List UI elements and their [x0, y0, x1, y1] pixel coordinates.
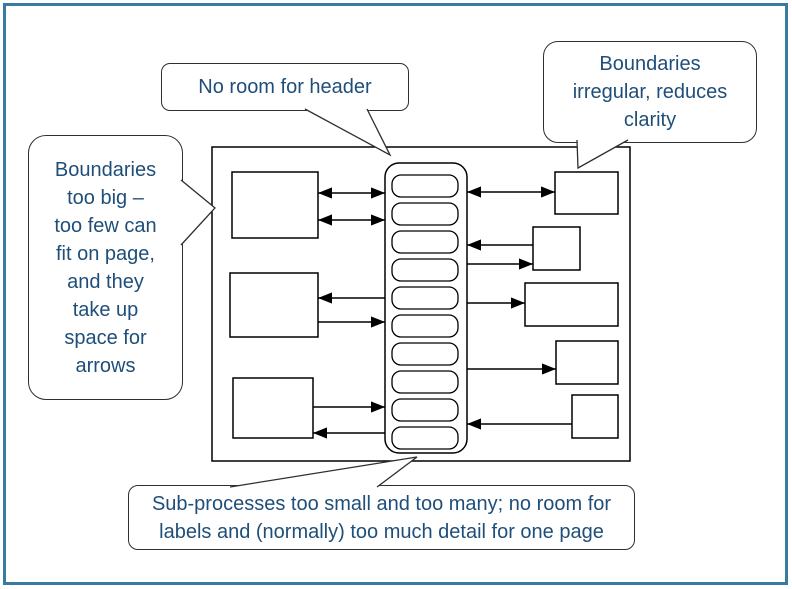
callout-boundaries-irregular-text: Boundaries irregular, reduces clarity [572, 53, 728, 131]
subprocess-item-5 [391, 286, 459, 310]
subprocess-item-8 [391, 370, 459, 394]
right-boundary-box-2 [532, 226, 581, 271]
callout-no-room-for-header: No room for header [161, 63, 409, 111]
subprocess-item-1 [391, 174, 459, 198]
subprocess-item-3 [391, 230, 459, 254]
right-boundary-box-1 [554, 171, 619, 215]
left-boundary-box-1 [231, 171, 319, 239]
subprocess-item-4 [391, 258, 459, 282]
subprocess-item-2 [391, 202, 459, 226]
page-boundary [211, 146, 631, 462]
callout-no-room-for-header-text: No room for header [198, 76, 372, 98]
subprocess-column [384, 162, 468, 454]
tail-boundaries-too-big [180, 179, 216, 246]
subprocess-item-7 [391, 342, 459, 366]
diagram-connectors [313, 186, 572, 439]
right-boundary-box-5 [571, 394, 619, 439]
diagram-shapes [211, 146, 631, 462]
subprocess-item-10 [391, 426, 459, 450]
left-boundary-box-2 [229, 272, 319, 338]
callout-boundaries-too-big-text: Boundaries too big – too few can fit on … [54, 158, 157, 377]
callout-tails [180, 108, 629, 488]
callout-subprocesses-text: Sub-processes too small and too many; no… [151, 492, 612, 543]
tail-header [304, 108, 392, 157]
callout-boundaries-irregular: Boundaries irregular, reduces clarity [543, 41, 757, 143]
subprocess-item-6 [391, 314, 459, 338]
left-boundary-box-3 [232, 377, 314, 439]
tail-subprocesses [229, 456, 418, 488]
callout-boundaries-too-big: Boundaries too big – too few can fit on … [28, 135, 183, 400]
right-boundary-box-4 [555, 340, 619, 385]
tail-boundaries-irregular [576, 139, 629, 170]
subprocess-item-9 [391, 398, 459, 422]
callout-subprocesses: Sub-processes too small and too many; no… [128, 485, 635, 550]
right-boundary-box-3 [524, 282, 619, 327]
